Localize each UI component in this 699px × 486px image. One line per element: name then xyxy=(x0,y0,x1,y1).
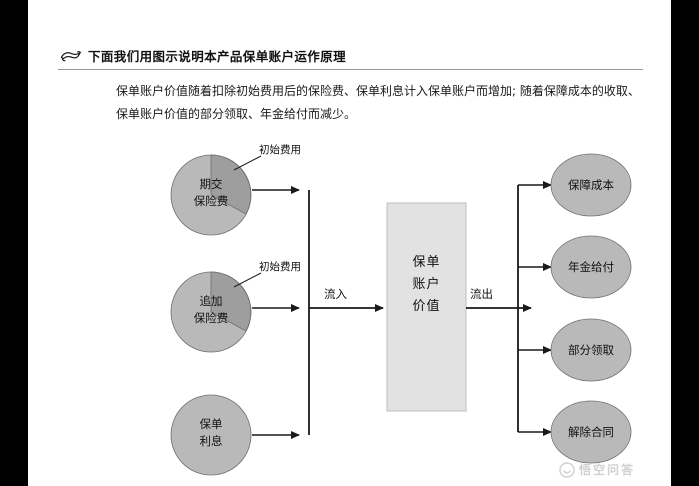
letterbox-bar-right xyxy=(671,0,699,486)
watermark-text: 悟空问答 xyxy=(578,463,635,477)
tag-initial-fee-1: 初始费用 xyxy=(259,144,301,156)
center-line-3: 价值 xyxy=(412,299,441,314)
letterbox-bar-left xyxy=(0,0,28,486)
pointing-hand-icon xyxy=(60,50,82,61)
node-policy-interest-shape xyxy=(170,394,252,476)
outflow-label: 流出 xyxy=(470,287,493,301)
node-protection-cost-shape xyxy=(550,153,632,217)
node-additional-premium-shape xyxy=(170,271,252,353)
node-policy-account-value-label: 保单 账户 价值 xyxy=(387,252,466,318)
center-line-2: 账户 xyxy=(412,277,441,292)
node-partial-withdrawal-shape xyxy=(550,318,632,382)
watermark: 悟空问答 xyxy=(559,461,635,478)
header: 下面我们用图示说明本产品保单账户运作原理 xyxy=(60,46,346,65)
intro-paragraph: 保单账户价值随着扣除初始费用后的保险费、保单利息计入保单账户而增加; 随着保障成… xyxy=(116,80,640,126)
node-protection-cost-label: 保障成本 xyxy=(568,178,614,192)
document-sheet: 下面我们用图示说明本产品保单账户运作原理 保单账户价值随着扣除初始费用后的保险费… xyxy=(28,0,671,486)
node-periodic-premium-shape xyxy=(170,154,252,236)
intro-paragraph-line-1: 保单账户价值随着扣除初始费用后的保险费、保单利息计入保单账户而增加; 随着保障成… xyxy=(116,84,640,98)
node-annuity-payment-shape xyxy=(550,235,632,299)
node-partial-withdrawal-label: 部分领取 xyxy=(568,343,614,357)
center-line-1: 保单 xyxy=(412,255,441,270)
header-divider xyxy=(58,69,643,70)
leader-line-initial-fee-1 xyxy=(233,155,262,171)
page-title: 下面我们用图示说明本产品保单账户运作原理 xyxy=(88,49,347,64)
wukong-logo-icon xyxy=(559,461,575,478)
leader-line-initial-fee-2 xyxy=(233,272,262,288)
diagram-canvas xyxy=(170,153,632,476)
node-annuity-payment-label: 年金给付 xyxy=(568,260,614,274)
flow-diagram: 期交 保险费 追加 保险费 保单 利息 初始费用 初始费用 流入 流出 保单 账… xyxy=(56,140,699,480)
intro-paragraph-line-2: 保单账户价值的部分领取、年金给付而减少。 xyxy=(116,107,357,121)
tag-initial-fee-2: 初始费用 xyxy=(259,261,301,273)
node-contract-termination-shape xyxy=(550,400,632,464)
inflow-label: 流入 xyxy=(324,287,347,301)
node-policy-account-value-shape xyxy=(386,202,467,412)
node-contract-termination-label: 解除合同 xyxy=(568,425,614,439)
